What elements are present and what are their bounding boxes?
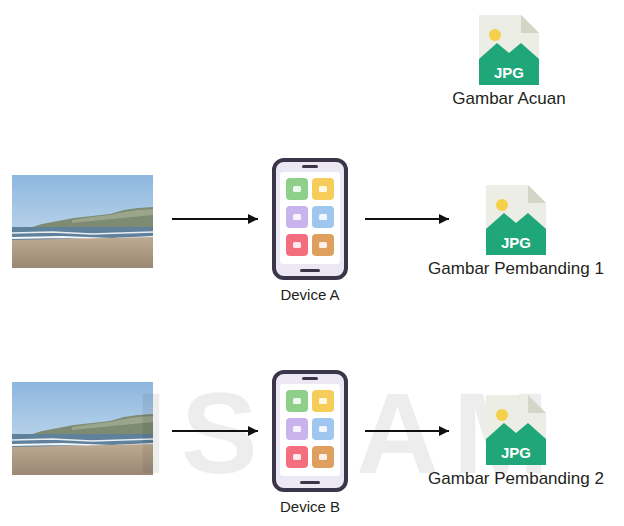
phone-shape: [272, 370, 348, 492]
device-phone: Device A: [262, 158, 358, 303]
file-icon: JPG: [477, 13, 541, 87]
file-name: Gambar Pembanding 2: [406, 469, 624, 489]
file-type-text: JPG: [484, 445, 548, 460]
file-name: Gambar Acuan: [399, 89, 619, 109]
input-arrow: [172, 218, 258, 220]
phone-icon: [272, 158, 348, 280]
image-file: JPG Gambar Pembanding 2: [406, 393, 624, 489]
file-icon: JPG: [484, 183, 548, 257]
phone-icon: [272, 370, 348, 492]
phone-shape: [272, 158, 348, 280]
file-type-text: JPG: [477, 65, 541, 80]
device-name: Device A: [262, 286, 358, 303]
device-name: Device B: [262, 498, 358, 515]
device-phone: Device B: [262, 370, 358, 515]
beach-photo: [12, 175, 153, 268]
image-file: JPG Gambar Acuan: [399, 13, 619, 109]
file-type-text: JPG: [484, 235, 548, 250]
file-icon: JPG: [484, 393, 548, 467]
flow-arrow: [365, 218, 449, 220]
image-file: JPG Gambar Pembanding 1: [406, 183, 624, 279]
beach-photo: [12, 382, 153, 475]
file-name: Gambar Pembanding 1: [406, 259, 624, 279]
